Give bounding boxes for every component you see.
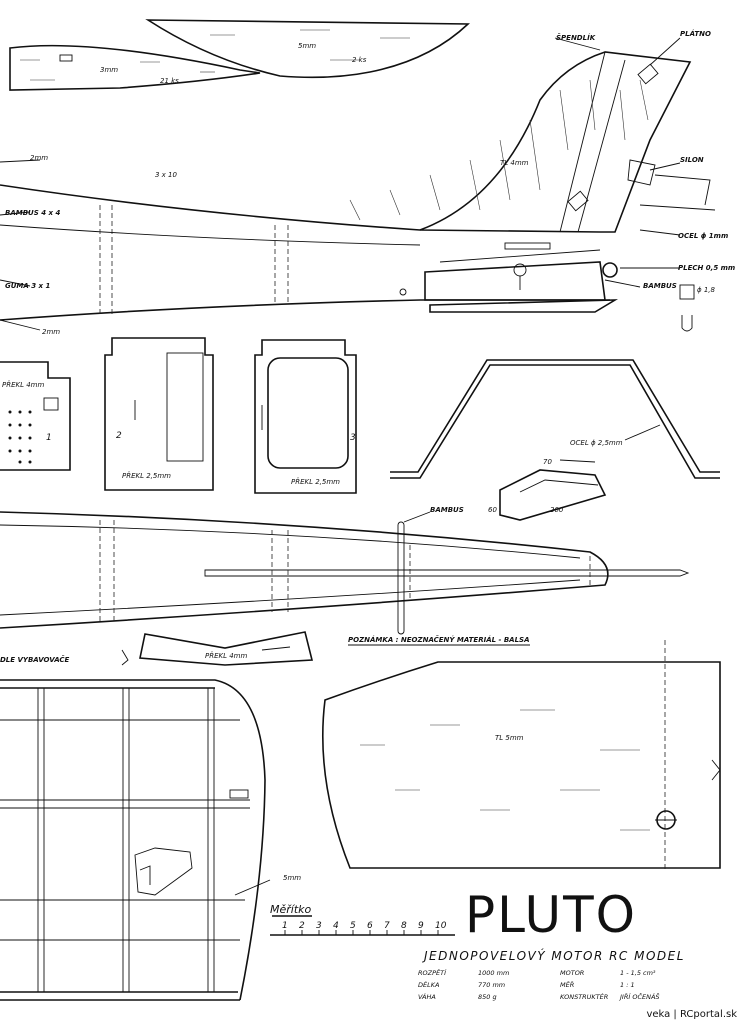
scale-number: 8 <box>401 921 407 931</box>
label-dim-60: 60 <box>488 506 497 514</box>
label-sheet-metal: PLECH 0,5 mm <box>678 264 735 272</box>
label-dim-70: 70 <box>543 458 552 466</box>
scale-number: 1 <box>282 921 288 931</box>
label-2ks: 2 ks <box>352 56 367 64</box>
title-block: PLUTO JEDNOPOVELOVÝ MOTOR RC MODEL ROZPĚ… <box>418 886 685 1001</box>
label-tl4: TL 4mm <box>500 159 529 167</box>
spec-label: KONSTRUKTÉR <box>560 992 608 1001</box>
scale-bar: Měřítko 1 2 3 4 5 6 7 8 9 10 <box>270 903 455 936</box>
label-wing-5mm: 5mm <box>283 874 301 882</box>
material-note: POZNÁMKA : NEOZNAČENÝ MATERIÁL - BALSA <box>348 635 530 644</box>
label-diameter-small: ϕ 1,8 <box>697 286 716 294</box>
label-3x10: 3 x 10 <box>155 171 178 179</box>
spec-label: DÉLKA <box>418 980 439 989</box>
stabilizer-template: 5mm 2 ks <box>145 19 470 79</box>
label-steel-1mm: OCEL ϕ 1mm <box>678 232 728 240</box>
label-21ks: 21 ks <box>160 77 179 85</box>
label-plywood-4mm: PŘEKL 4mm <box>2 380 44 389</box>
spec-label: VÁHA <box>418 992 436 1001</box>
rib-template-strip: 3mm 21 ks <box>9 44 261 91</box>
scale-number: 3 <box>316 921 322 931</box>
plywood-chevron-part: PŘEKL 4mm <box>121 631 314 666</box>
label-5mm: 5mm <box>298 42 316 50</box>
spec-label: MĚŘ <box>560 980 574 989</box>
label-tl5: TL 5mm <box>495 734 524 742</box>
spec-value: 850 g <box>478 993 497 1001</box>
scale-number: 10 <box>435 921 447 931</box>
former-2-number: 2 <box>116 431 122 441</box>
label-bamboo-tail: BAMBUS <box>643 282 677 290</box>
label-plywood-4b: PŘEKL 4mm <box>205 651 247 660</box>
scale-title: Měřítko <box>270 903 312 916</box>
label-3mm: 3mm <box>100 66 118 74</box>
former-3-number: 3 <box>350 433 356 443</box>
scale-number: 7 <box>384 921 390 931</box>
spec-value: JIŘÍ OČENÁŠ <box>618 992 660 1001</box>
label-bamboo-mid: BAMBUS <box>430 506 464 514</box>
label-2mm-bottom: 2mm <box>42 328 60 336</box>
fuselage-top-view: BAMBUS <box>0 506 690 635</box>
label-dim-200: 200 <box>550 506 564 514</box>
former-2: 2 PŘEKL 2,5mm <box>104 337 214 491</box>
former-1-number: 1 <box>46 433 52 443</box>
spec-value: 1 - 1,5 cm³ <box>620 969 656 977</box>
model-subtitle: JEDNOPOVELOVÝ MOTOR RC MODEL <box>422 948 685 963</box>
former-3: 3 PŘEKL 2,5mm <box>254 339 357 494</box>
stabilizer-plan: TL 5mm <box>321 640 721 870</box>
landing-gear-wire: OCEL ϕ 2,5mm <box>390 359 720 479</box>
label-cloth: PLÁTNO <box>680 29 711 38</box>
label-bamboo-4x4: BAMBUS 4 x 4 <box>5 209 60 217</box>
scale-ticks: 1 2 3 4 5 6 7 8 9 10 <box>282 921 447 935</box>
spec-label: ROZPĚTÍ <box>418 968 447 977</box>
label-silon: SILON <box>680 156 704 164</box>
scale-number: 9 <box>418 921 424 931</box>
label-2mm-top: 2mm <box>30 154 48 162</box>
fuselage-side-view: ŠPENDLÍK PLÁTNO SILON OCEL ϕ 1mm PLECH 0… <box>0 29 735 336</box>
scale-number: 4 <box>333 921 339 931</box>
spec-label: MOTOR <box>560 969 584 977</box>
former-1: PŘEKL 4mm 1 <box>0 361 71 471</box>
spec-value: 1 : 1 <box>620 981 635 989</box>
spec-value: 1000 mm <box>478 969 509 977</box>
scale-number: 5 <box>350 921 356 931</box>
spec-value: 770 mm <box>478 981 505 989</box>
label-rubber: GUMA 3 x 1 <box>5 282 51 290</box>
specs-right: MOTOR 1 - 1,5 cm³ MĚŘ 1 : 1 KONSTRUKTÉR JIŘÍ … <box>560 969 660 1001</box>
label-elevator: DLE VYBAVOVAČE <box>0 655 70 664</box>
label-plywood-25-a: PŘEKL 2,5mm <box>122 471 171 480</box>
label-pin: ŠPENDLÍK <box>556 33 596 42</box>
specs-left: ROZPĚTÍ 1000 mm DÉLKA 770 mm VÁHA 850 g <box>418 968 509 1001</box>
credit-text: veka | RCportal.sk <box>644 1009 739 1020</box>
wing-plan-view: 5mm <box>0 679 301 1001</box>
model-name: PLUTO <box>465 886 637 944</box>
gear-mount-bracket: 70 60 200 <box>488 458 607 521</box>
scale-number: 2 <box>299 921 305 931</box>
label-steel-25: OCEL ϕ 2,5mm <box>570 439 623 447</box>
scale-number: 6 <box>367 921 373 931</box>
label-plywood-25-b: PŘEKL 2,5mm <box>291 477 340 486</box>
